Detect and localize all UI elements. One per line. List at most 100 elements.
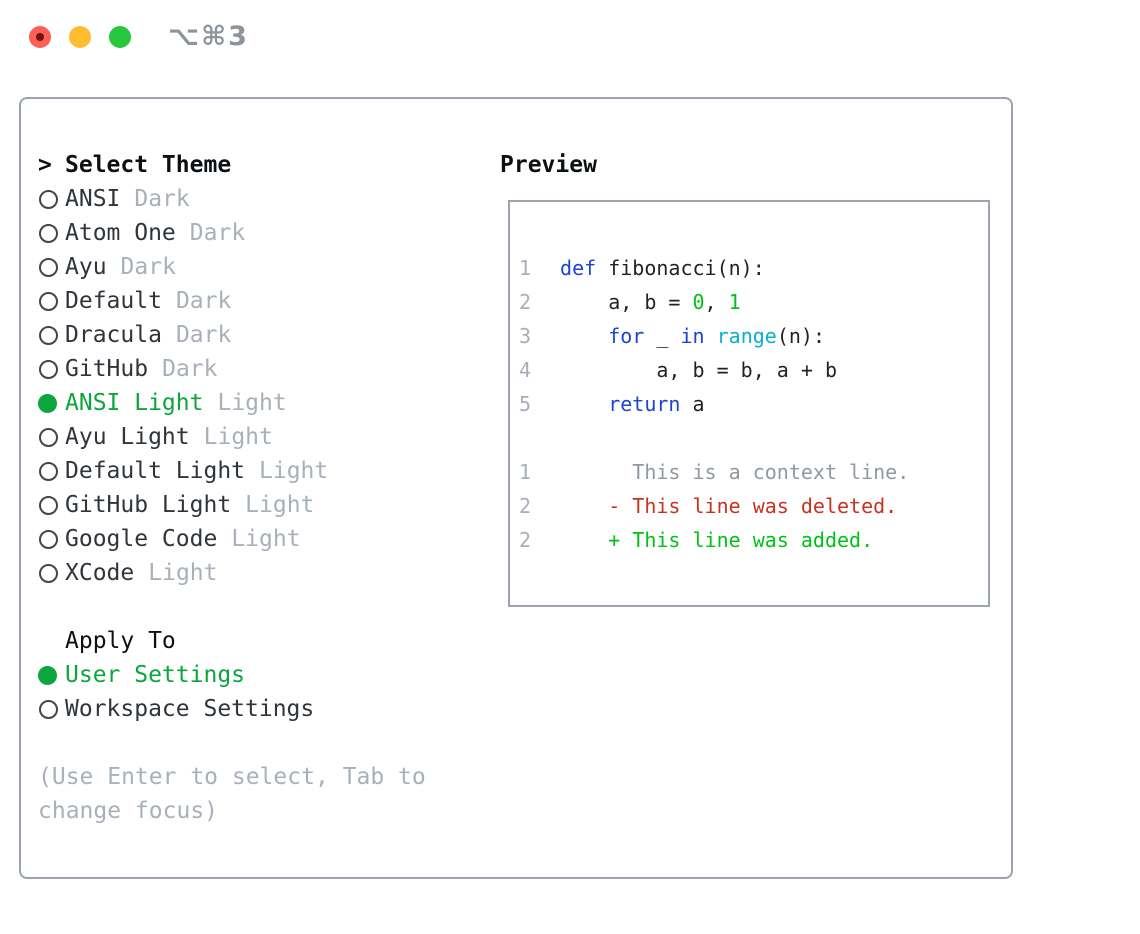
radio-selected-icon bbox=[38, 665, 65, 685]
titlebar: ⌥⌘3 bbox=[0, 0, 1140, 75]
code-segment-kw: return bbox=[608, 392, 681, 416]
theme-variant: Light bbox=[245, 492, 315, 518]
traffic-light-zoom-button[interactable] bbox=[109, 26, 131, 48]
preview-title: Preview bbox=[500, 152, 597, 178]
theme-name: Default bbox=[65, 288, 162, 314]
line-number: 2 bbox=[519, 290, 532, 314]
code-segment-fg: fibonacci(n): bbox=[596, 256, 765, 280]
select-theme-header: > Select Theme bbox=[38, 148, 493, 182]
code-line: 2 a, b = 0, 1 bbox=[519, 285, 988, 319]
radio-selected-icon bbox=[38, 393, 65, 413]
radio-unselected-icon bbox=[38, 189, 65, 209]
filled-circle-icon bbox=[38, 393, 57, 413]
code-segment-fg: , bbox=[704, 290, 729, 314]
theme-option-github-light[interactable]: GitHub Light Light bbox=[38, 488, 493, 522]
circle-icon bbox=[39, 325, 58, 345]
theme-option-ayu[interactable]: Ayu Dark bbox=[38, 250, 493, 284]
theme-variant: Light bbox=[259, 458, 329, 484]
theme-option-google-code[interactable]: Google Code Light bbox=[38, 522, 493, 556]
line-number: 2 bbox=[519, 528, 532, 552]
apply-option-label: Workspace Settings bbox=[65, 696, 315, 722]
line-number: 5 bbox=[519, 392, 532, 416]
theme-name: Default Light bbox=[65, 458, 246, 484]
apply-option-workspace-settings[interactable]: Workspace Settings bbox=[38, 692, 493, 726]
close-dot-icon bbox=[36, 33, 44, 41]
theme-option-atom-one[interactable]: Atom One Dark bbox=[38, 216, 493, 250]
code-segment-del: - This line was deleted. bbox=[560, 494, 898, 518]
circle-icon bbox=[39, 291, 58, 311]
apply-to-header: Apply To bbox=[38, 624, 493, 658]
radio-unselected-icon bbox=[38, 699, 65, 719]
theme-name: GitHub bbox=[65, 356, 149, 382]
theme-name: Ayu bbox=[65, 254, 107, 280]
apply-to-title: Apply To bbox=[65, 628, 176, 654]
filled-circle-icon bbox=[38, 665, 57, 685]
traffic-light-close-button[interactable] bbox=[29, 26, 51, 48]
apply-option-user-settings[interactable]: User Settings bbox=[38, 658, 493, 692]
select-theme-title: Select Theme bbox=[65, 152, 232, 178]
code-segment-fg: a, b = b, a + b bbox=[560, 358, 837, 382]
diff-preview-block: 1 This is a context line. 2 - This line w… bbox=[519, 455, 988, 557]
apply-option-label: User Settings bbox=[65, 662, 246, 688]
code-segment-fg: (n): bbox=[776, 324, 825, 348]
radio-unselected-icon bbox=[38, 427, 65, 447]
code-segment-fg: a bbox=[680, 392, 705, 416]
theme-name: XCode bbox=[65, 560, 135, 586]
code-segment-fg: _ bbox=[644, 324, 681, 348]
blank-line bbox=[519, 421, 988, 455]
code-line: 4 a, b = b, a + b bbox=[519, 353, 988, 387]
code-line: 5 return a bbox=[519, 387, 988, 421]
circle-icon bbox=[39, 427, 58, 447]
code-line: 3 for _ in range(n): bbox=[519, 319, 988, 353]
radio-unselected-icon bbox=[38, 257, 65, 277]
radio-unselected-icon bbox=[38, 563, 65, 583]
circle-icon bbox=[39, 257, 58, 277]
code-segment-kw: in bbox=[680, 324, 705, 348]
circle-icon bbox=[39, 495, 58, 515]
theme-variant: Dark bbox=[189, 220, 246, 246]
theme-name: Dracula bbox=[65, 322, 162, 348]
code-segment-fg bbox=[705, 324, 717, 348]
theme-name: GitHub Light bbox=[65, 492, 232, 518]
radio-unselected-icon bbox=[38, 325, 65, 345]
theme-name: Google Code bbox=[65, 526, 218, 552]
circle-icon bbox=[39, 529, 58, 549]
traffic-light-minimize-button[interactable] bbox=[69, 26, 91, 48]
circle-icon bbox=[39, 359, 58, 379]
radio-unselected-icon bbox=[38, 359, 65, 379]
code-segment-fg bbox=[560, 392, 608, 416]
theme-name: ANSI bbox=[65, 186, 121, 212]
code-segment-fg bbox=[560, 324, 608, 348]
spacer bbox=[38, 726, 493, 760]
theme-variant: Light bbox=[217, 390, 287, 416]
radio-unselected-icon bbox=[38, 291, 65, 311]
radio-unselected-icon bbox=[38, 223, 65, 243]
code-segment-fn: range bbox=[716, 324, 777, 348]
theme-option-github[interactable]: GitHub Dark bbox=[38, 352, 493, 386]
theme-name: Atom One bbox=[65, 220, 176, 246]
line-number: 2 bbox=[519, 494, 532, 518]
code-segment-num: 1 bbox=[728, 290, 741, 314]
theme-variant: Light bbox=[231, 526, 301, 552]
line-number: 4 bbox=[519, 358, 532, 382]
theme-variant: Light bbox=[203, 424, 273, 450]
line-number: 1 bbox=[519, 460, 532, 484]
theme-variant: Dark bbox=[162, 356, 218, 382]
theme-variant: Dark bbox=[120, 254, 176, 280]
help-text: (Use Enter to select, Tab to change focu… bbox=[38, 764, 426, 824]
theme-option-default-light[interactable]: Default Light Light bbox=[38, 454, 493, 488]
code-segment-ctx: This is a context line. bbox=[560, 460, 910, 484]
